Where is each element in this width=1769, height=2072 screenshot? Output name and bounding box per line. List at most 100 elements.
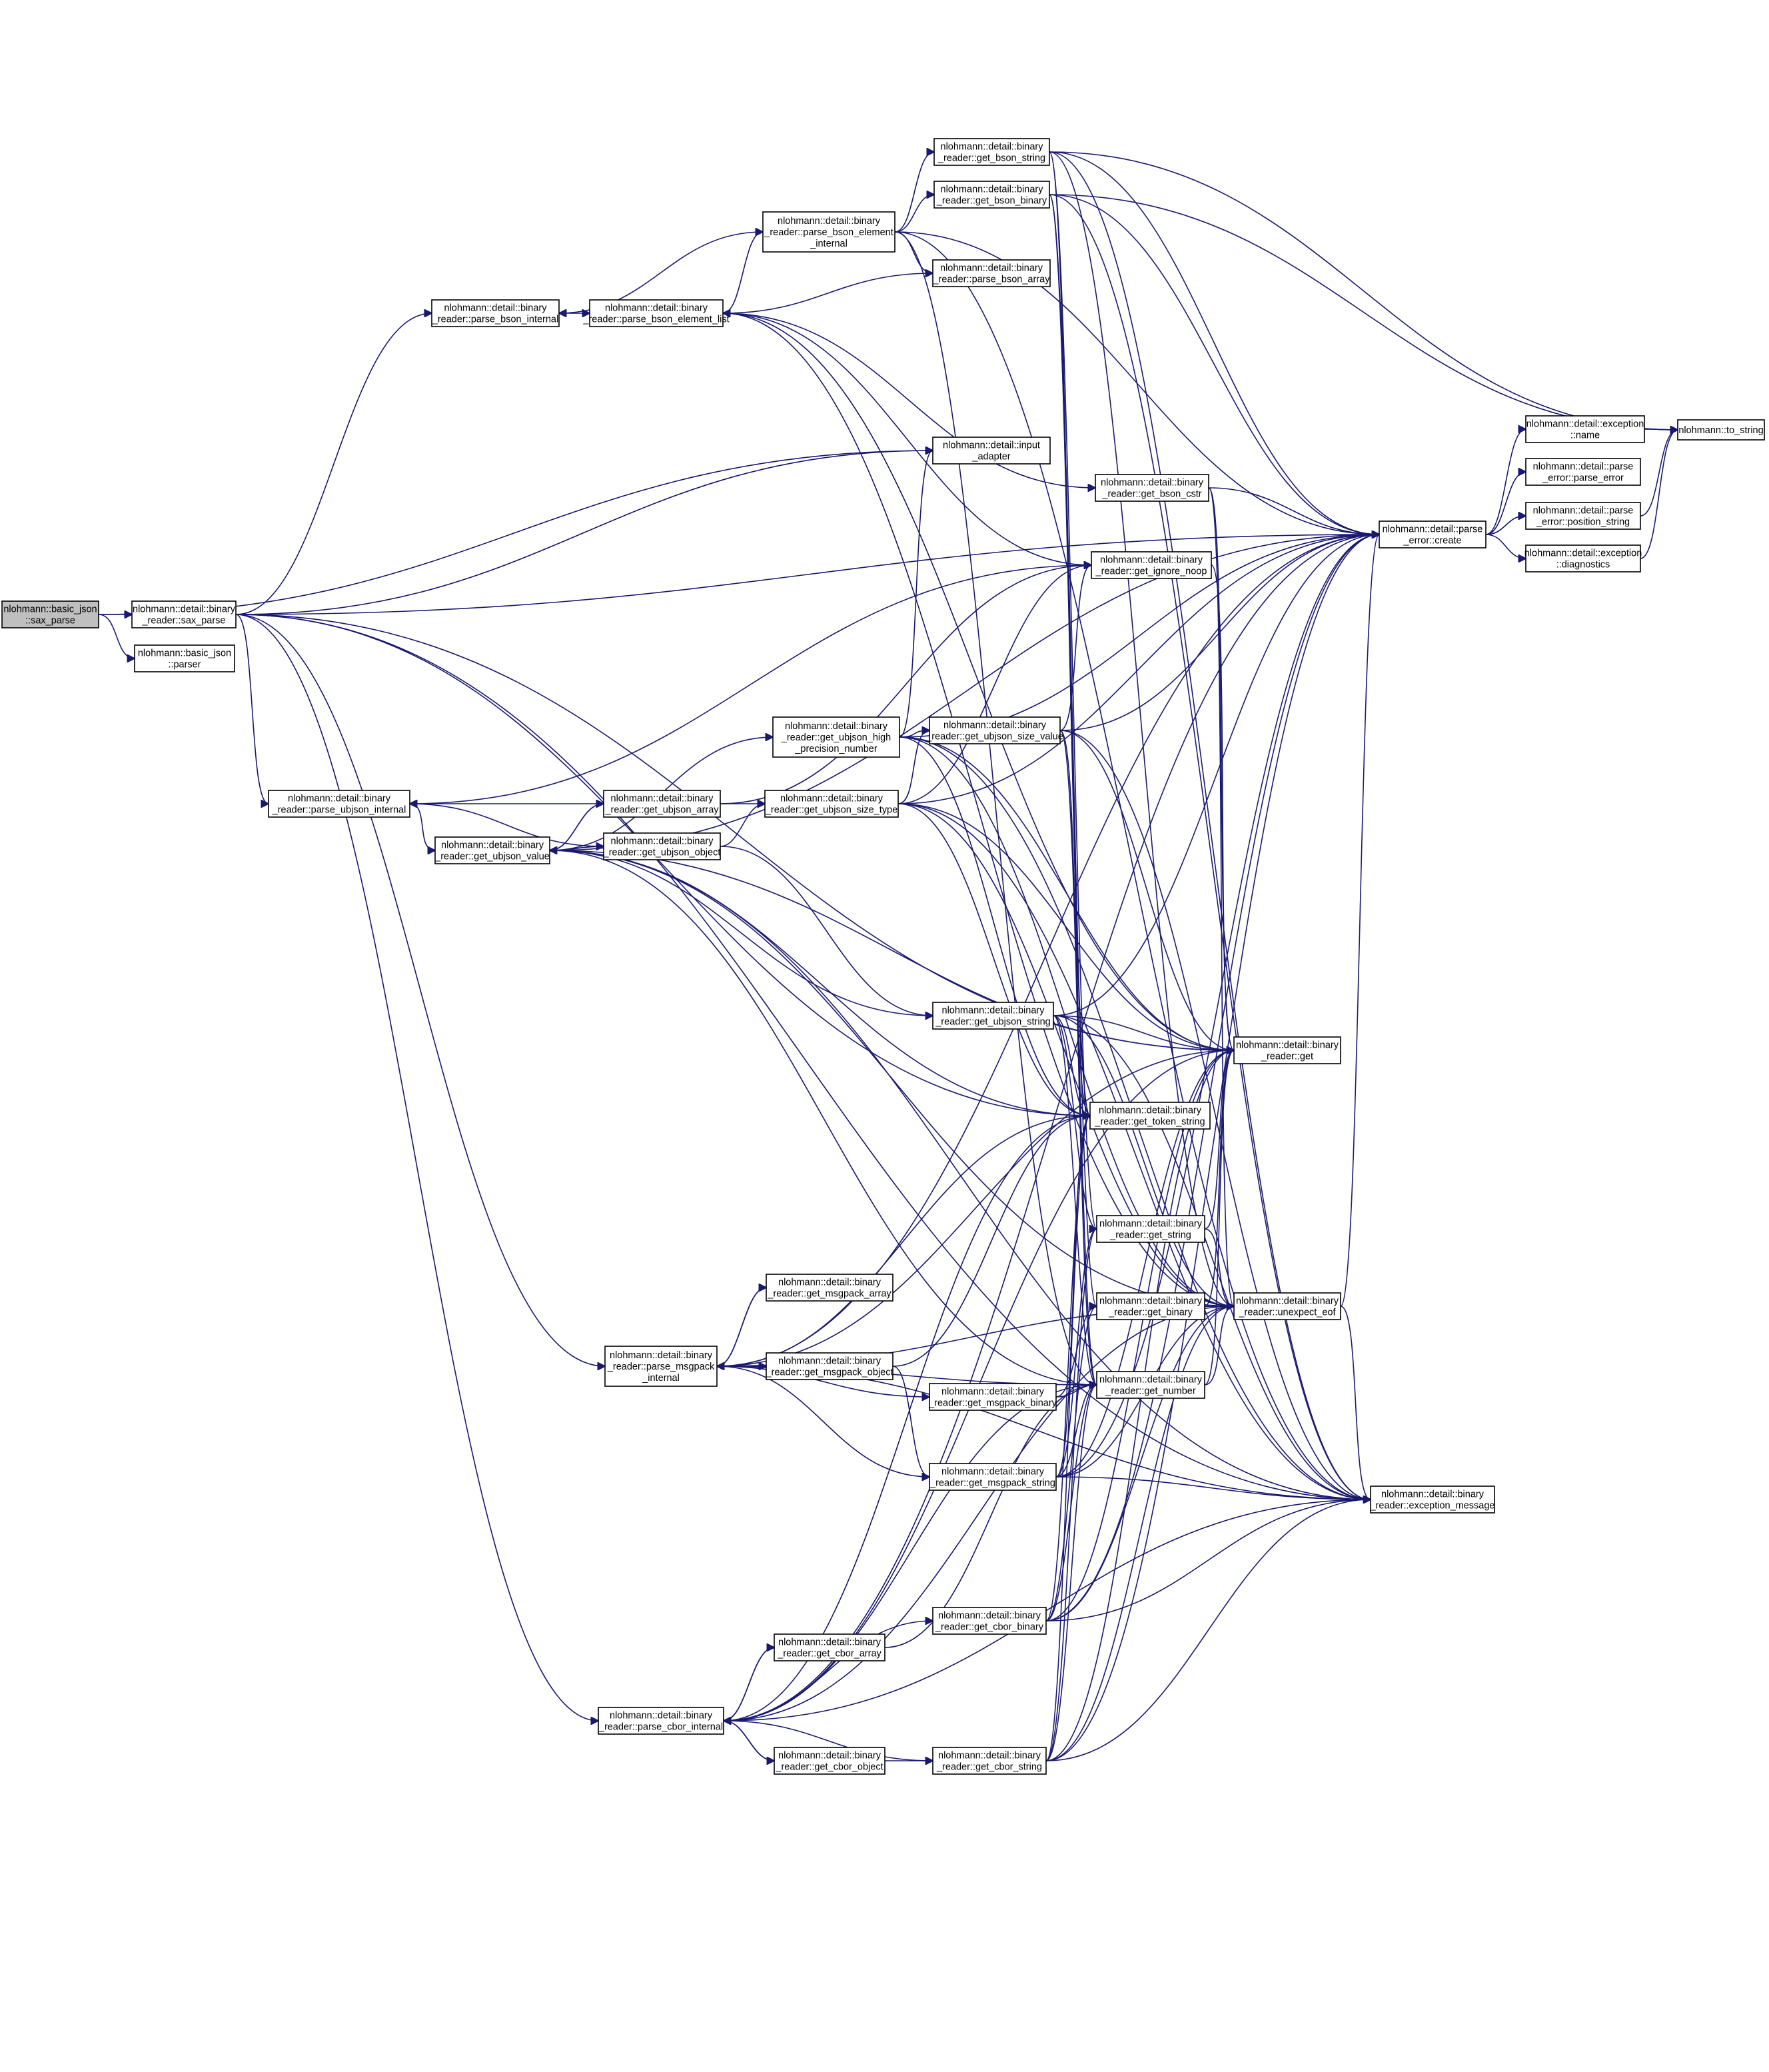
edge-get-bson-string-to-parse-error-create (1049, 151, 1379, 534)
node-label-line: nlohmann::detail::parse (1533, 506, 1634, 517)
node-parse-msgpack-internal[interactable]: nlohmann::detail::binary_reader::parse_m… (604, 1346, 718, 1387)
edge-parse-error-create-to-parse-error-parse-error (1485, 472, 1526, 535)
node-get-ubjson-object[interactable]: nlohmann::detail::binary_reader::get_ubj… (603, 832, 721, 860)
node-parse-cbor-internal[interactable]: nlohmann::detail::binary_reader::parse_c… (598, 1707, 724, 1735)
node-box (1525, 415, 1645, 443)
node-get-ubjson-value[interactable]: nlohmann::detail::binary_reader::get_ubj… (434, 836, 550, 864)
edge-get-ubjson-size-value-to-get-token-string (1059, 730, 1090, 1116)
node-label-line: _reader::get_ubjson_size_value (925, 732, 1063, 742)
node-get-msgpack-array[interactable]: nlohmann::detail::binary_reader::get_msg… (766, 1274, 893, 1302)
node-parse-error-parse-error[interactable]: nlohmann::detail::parse_error::parse_err… (1525, 458, 1641, 486)
edge-path (549, 850, 1371, 1500)
node-parse-error-create[interactable]: nlohmann::detail::parse_error::create (1379, 520, 1486, 548)
node-get-bson-cstr[interactable]: nlohmann::detail::binary_reader::get_bso… (1095, 474, 1209, 502)
node-label-line: _reader::get_cbor_array (777, 1649, 882, 1659)
node-parse-ubjson-internal[interactable]: nlohmann::detail::binary_reader::parse_u… (268, 790, 410, 818)
edge-path (894, 231, 933, 273)
node-get-string[interactable]: nlohmann::detail::binary_reader::get_str… (1096, 1215, 1205, 1243)
node-label-line: _reader::get_ubjson_value (434, 852, 550, 862)
node-box (929, 1463, 1057, 1491)
edge-exception-name-to-to-string (1644, 429, 1678, 430)
node-get-bson-string[interactable]: nlohmann::detail::binary_reader::get_bso… (933, 138, 1050, 166)
node-box (1525, 458, 1641, 486)
edge-get-msgpack-string-to-br-get (1055, 1050, 1234, 1478)
node-label-line: _reader::get_number (1105, 1386, 1196, 1397)
node-br-get[interactable]: nlohmann::detail::binary_reader::get (1233, 1036, 1341, 1064)
edge-path (723, 1720, 933, 1761)
node-get-ubjson-size-value[interactable]: nlohmann::detail::binary_reader::get_ubj… (925, 716, 1063, 744)
node-parse-bson-internal[interactable]: nlohmann::detail::binary_reader::parse_b… (431, 299, 560, 327)
node-get-cbor-object[interactable]: nlohmann::detail::binary_reader::get_cbo… (774, 1747, 885, 1775)
node-basic-json-parser[interactable]: nlohmann::basic_json::parser (134, 644, 235, 672)
node-sax-parse-json[interactable]: nlohmann::basic_json::sax_parse (1, 600, 99, 628)
edge-path (98, 614, 135, 658)
edge-get-bson-string-to-get-string (1049, 151, 1097, 1229)
edge-get-ubjson-high-precision-to-get-token-string (899, 736, 1090, 1116)
node-get-ubjson-size-type[interactable]: nlohmann::detail::binary_reader::get_ubj… (764, 790, 899, 818)
node-get-token-string[interactable]: nlohmann::detail::binary_reader::get_tok… (1089, 1102, 1211, 1130)
node-get-cbor-string[interactable]: nlohmann::detail::binary_reader::get_cbo… (932, 1747, 1047, 1775)
edge-path (549, 534, 1379, 851)
node-get-number[interactable]: nlohmann::detail::binary_reader::get_num… (1096, 1371, 1205, 1399)
edge-path (897, 803, 1234, 1306)
node-exception-name[interactable]: nlohmann::detail::exception::name (1525, 415, 1645, 443)
edge-path (1055, 1476, 1371, 1500)
node-box (932, 437, 1051, 465)
node-get-bson-binary[interactable]: nlohmann::detail::binary_reader::get_bso… (933, 181, 1050, 209)
node-get-ubjson-string[interactable]: nlohmann::detail::binary_reader::get_ubj… (932, 1002, 1054, 1030)
node-parse-bson-element-internal[interactable]: nlohmann::detail::binary_reader::parse_b… (762, 211, 895, 253)
edge-br-sax-parse-to-parse-msgpack-internal (235, 614, 605, 1366)
edge-path (1045, 1306, 1097, 1621)
edge-sax-parse-json-to-input-adapter (98, 451, 933, 615)
edge-path (1640, 430, 1678, 559)
edge-path (1053, 1015, 1090, 1116)
edge-path (1045, 534, 1379, 1621)
node-get-msgpack-binary[interactable]: nlohmann::detail::binary_reader::get_msg… (928, 1383, 1057, 1411)
node-label-line: nlohmann::detail::parse (1383, 524, 1483, 535)
edge-position-string-to-to-string (1640, 430, 1678, 517)
edge-get-ubjson-high-precision-to-input-adapter (899, 451, 933, 738)
edge-parse-msgpack-internal-to-br-get (716, 1050, 1234, 1367)
edge-get-bson-binary-to-get-token-string (1049, 194, 1090, 1116)
node-label-line: _reader::get_msgpack_object (765, 1368, 893, 1378)
edge-path (410, 804, 604, 847)
node-get-ignore-noop[interactable]: nlohmann::detail::binary_reader::get_ign… (1091, 551, 1212, 579)
node-get-ubjson-high-precision[interactable]: nlohmann::detail::binary_reader::get_ubj… (772, 716, 900, 758)
node-label-line: nlohmann::detail::exception (1524, 548, 1642, 559)
edge-unexpect-eof-to-exception-message (1340, 1306, 1371, 1500)
node-label-line: nlohmann::detail::binary (778, 1751, 882, 1761)
edge-get-ubjson-size-type-to-unexpect-eof (897, 803, 1234, 1306)
node-label-line: _error::parse_error (1542, 473, 1624, 484)
edge-get-cbor-binary-to-get-token-string (1045, 1116, 1090, 1621)
edge-path (1053, 1015, 1097, 1385)
node-unexpect-eof[interactable]: nlohmann::detail::binary_reader::unexpec… (1233, 1292, 1341, 1320)
node-position-string[interactable]: nlohmann::detail::parse_error::position_… (1525, 502, 1641, 530)
node-get-cbor-binary[interactable]: nlohmann::detail::binary_reader::get_cbo… (932, 1607, 1047, 1635)
node-input-adapter[interactable]: nlohmann::detail::input_adapter (932, 437, 1051, 465)
node-get-msgpack-object[interactable]: nlohmann::detail::binary_reader::get_msg… (765, 1352, 893, 1380)
edge-get-number-to-unexpect-eof (1204, 1306, 1234, 1386)
node-parse-bson-array[interactable]: nlohmann::detail::binary_reader::parse_b… (932, 259, 1051, 287)
node-exception-diagnostics[interactable]: nlohmann::detail::exception::diagnostics (1524, 544, 1642, 572)
edge-path (1485, 429, 1526, 535)
edge-path (235, 614, 598, 1721)
node-br-sax-parse[interactable]: nlohmann::detail::binary_reader::sax_par… (131, 600, 237, 628)
edge-parse-msgpack-internal-to-get-msgpack-binary (716, 1366, 929, 1397)
edge-parse-error-create-to-exception-diagnostics (1485, 534, 1526, 558)
edge-get-ubjson-size-type-to-get-token-string (897, 803, 1090, 1116)
node-get-msgpack-string[interactable]: nlohmann::detail::binary_reader::get_msg… (929, 1463, 1057, 1491)
edge-parse-cbor-internal-to-exception-message (723, 1500, 1371, 1721)
edge-path (1045, 1306, 1234, 1761)
node-get-binary[interactable]: nlohmann::detail::binary_reader::get_bin… (1096, 1292, 1205, 1320)
node-get-cbor-array[interactable]: nlohmann::detail::binary_reader::get_cbo… (774, 1633, 885, 1661)
edge-path (1049, 151, 1379, 534)
node-label-line: _reader::unexpect_eof (1238, 1308, 1336, 1318)
edge-path (899, 736, 1234, 1050)
node-get-ubjson-array[interactable]: nlohmann::detail::binary_reader::get_ubj… (603, 790, 721, 818)
edge-path (724, 1647, 775, 1721)
node-exception-message[interactable]: nlohmann::detail::binary_reader::excepti… (1369, 1486, 1495, 1514)
edge-path (723, 534, 1379, 1721)
node-parse-bson-element-list[interactable]: nlohmann::detail::binary_reader::parse_b… (582, 299, 730, 327)
edge-path (1053, 1015, 1371, 1500)
node-to-string[interactable]: nlohmann::to_string (1677, 419, 1765, 441)
